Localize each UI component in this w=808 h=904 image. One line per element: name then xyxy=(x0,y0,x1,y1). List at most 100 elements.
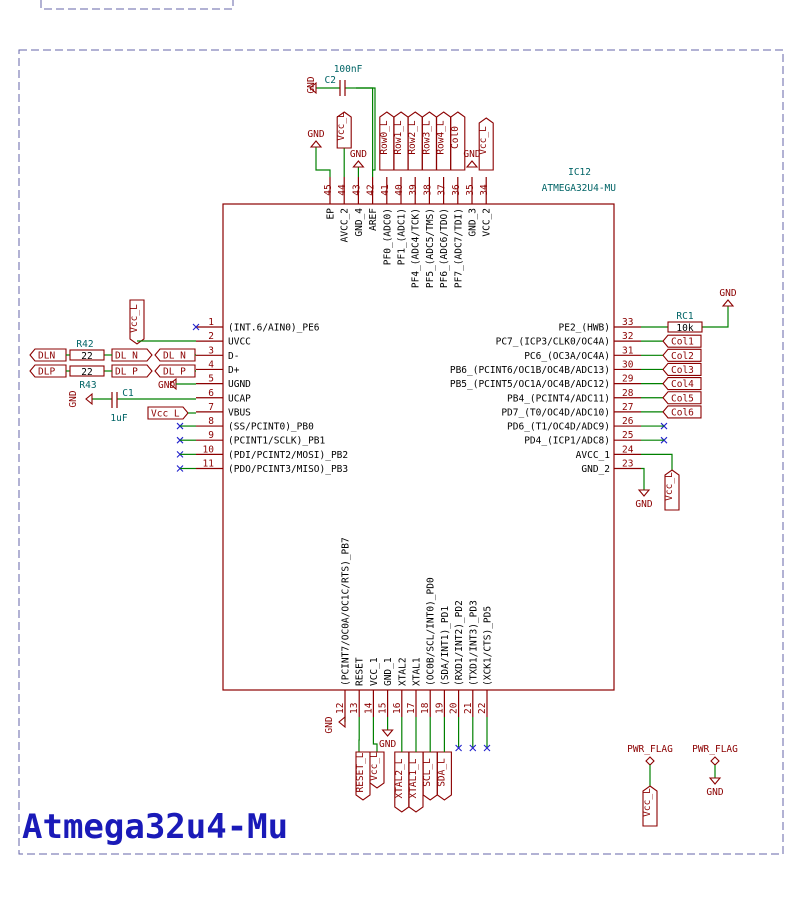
gnd-label: GND xyxy=(350,149,367,160)
pin-number: 29 xyxy=(622,374,634,385)
right-col-label xyxy=(662,377,702,391)
pin-number: 37 xyxy=(437,184,448,195)
pin-number: 36 xyxy=(451,184,462,196)
pin-name: (PDO/PCINT3/MISO)_PB3 xyxy=(228,464,348,475)
pin-number: 15 xyxy=(378,703,389,714)
pin-name: PB6_(PCINT6/OC1B/OC4B/ADC13) xyxy=(450,365,610,376)
top-net-label xyxy=(421,111,437,171)
pin-number: 22 xyxy=(477,703,488,714)
pb7-gnd-label: GND xyxy=(324,716,335,733)
no-connect-mark xyxy=(455,744,462,752)
xtal2-label xyxy=(394,751,410,813)
pwr-flag-label: PWR_FLAG xyxy=(627,744,673,755)
pin-number: 1 xyxy=(208,317,214,328)
pin-number: 27 xyxy=(622,402,633,413)
dl-n-label-b-text: DL_N xyxy=(163,351,186,362)
dl-p-label-text: DL_P xyxy=(115,367,138,378)
pin-number: 32 xyxy=(622,331,633,342)
top-net-label-text: Row2_L xyxy=(407,120,418,155)
pin-name: PF0_(ADC0) xyxy=(382,208,393,265)
uvcc-vcc-label-text: Vcc_L xyxy=(129,304,140,333)
xtal1-label-text: XTAL1_L xyxy=(408,758,419,798)
sheet-frame xyxy=(18,49,784,855)
ic-ref: IC12 xyxy=(568,167,591,178)
pin-name: PC6_(OC3A/OC4A) xyxy=(524,351,610,362)
pin-name: (SS/PCINT0)_PB0 xyxy=(228,422,314,433)
pwr-flag-label-2: PWR_FLAG xyxy=(692,744,738,755)
right-col-label xyxy=(662,362,702,376)
pin-number: 43 xyxy=(351,184,362,195)
pin-name: (INT.6/AIN0)_PE6 xyxy=(228,323,320,334)
wire xyxy=(372,717,378,752)
rc1-body xyxy=(667,321,703,333)
pin-number: 7 xyxy=(208,402,214,413)
no-connect-mark xyxy=(469,744,477,752)
pin-name: (PCINT1/SCLK)_PB1 xyxy=(228,436,326,447)
vcc2-label xyxy=(478,117,494,171)
right-col-label-text: Col2 xyxy=(671,351,694,362)
pin-number: 26 xyxy=(622,416,634,427)
pin-name: EP xyxy=(326,208,337,220)
pin-number: 10 xyxy=(203,444,215,455)
pin-name: PC7_(ICP3/CLK0/OC4A) xyxy=(496,337,610,348)
top-net-label-text: Row4_L xyxy=(436,120,447,155)
gnd-label: GND xyxy=(706,787,723,798)
pin-number: 2 xyxy=(208,331,214,342)
gnd-symbol xyxy=(637,489,651,497)
sda-label xyxy=(436,751,452,801)
pin-number: 5 xyxy=(208,374,214,385)
c2-value: 100nF xyxy=(334,64,363,75)
r43-body xyxy=(69,365,105,377)
pin-number: 13 xyxy=(349,703,360,714)
r43-value: 22 xyxy=(81,367,92,378)
pin-number: 24 xyxy=(622,444,634,455)
pin-name: (OC0B/SCL/INT0)_PD0 xyxy=(426,577,437,686)
pin-number: 34 xyxy=(479,184,490,196)
pin-number: 39 xyxy=(408,184,419,196)
avcc-vcc-label xyxy=(336,111,352,149)
pin-number: 16 xyxy=(392,702,403,714)
top-net-label-text: Col0 xyxy=(450,126,461,149)
pin-name: (PDI/PCINT2/MOSI)_PB2 xyxy=(228,450,348,461)
pin-name: D+ xyxy=(228,365,240,376)
ugnd-gnd-label: GND xyxy=(158,380,175,391)
flag-vcc-label-text: Vcc_L xyxy=(642,788,653,817)
pin-name: GND_4 xyxy=(354,208,365,237)
pin-name: D- xyxy=(228,351,239,362)
pin-name: UCAP xyxy=(228,393,251,404)
wire xyxy=(356,87,374,177)
gnd-label: GND xyxy=(379,739,396,750)
top-net-label-text: Row3_L xyxy=(421,120,432,155)
pin-number: 41 xyxy=(380,184,391,196)
pin-name: AVCC_1 xyxy=(576,450,611,461)
gnd-symbol xyxy=(721,299,735,307)
vbus-vcc-label-text: Vcc_L xyxy=(151,409,180,420)
pin-name: PB5_(PCINT5/OC1A/OC4B/ADC12) xyxy=(450,379,610,390)
no-connect-mark xyxy=(483,744,491,752)
wire xyxy=(315,147,331,177)
dlp-label-text: DLP xyxy=(38,367,55,378)
gnd-symbol xyxy=(309,81,317,95)
wire xyxy=(356,87,376,171)
gnd-symbol xyxy=(338,715,346,729)
pin-name: GND_1 xyxy=(383,657,394,686)
dl-p-label-b-text: DL_P xyxy=(163,367,186,378)
pin-number: 28 xyxy=(622,388,634,399)
rc1-ref: RC1 xyxy=(676,311,693,322)
pin-name: PF1_(ADC1) xyxy=(397,208,408,265)
reset-label xyxy=(355,751,371,801)
partial-frame xyxy=(40,0,234,10)
top-net-label xyxy=(407,111,423,171)
gnd-label: GND xyxy=(463,149,480,160)
c1-value: 1uF xyxy=(110,413,127,424)
pin-number: 20 xyxy=(449,702,460,714)
pin-name: AVCC_2 xyxy=(340,208,351,242)
pin-name: GND_3 xyxy=(468,208,479,237)
dl-n-label-text: DL_N xyxy=(115,351,138,362)
pin-name: VCC_1 xyxy=(369,657,380,686)
right-col-label xyxy=(662,391,702,405)
vbus-vcc-label xyxy=(147,406,189,420)
pin-name: AREF xyxy=(368,208,379,231)
